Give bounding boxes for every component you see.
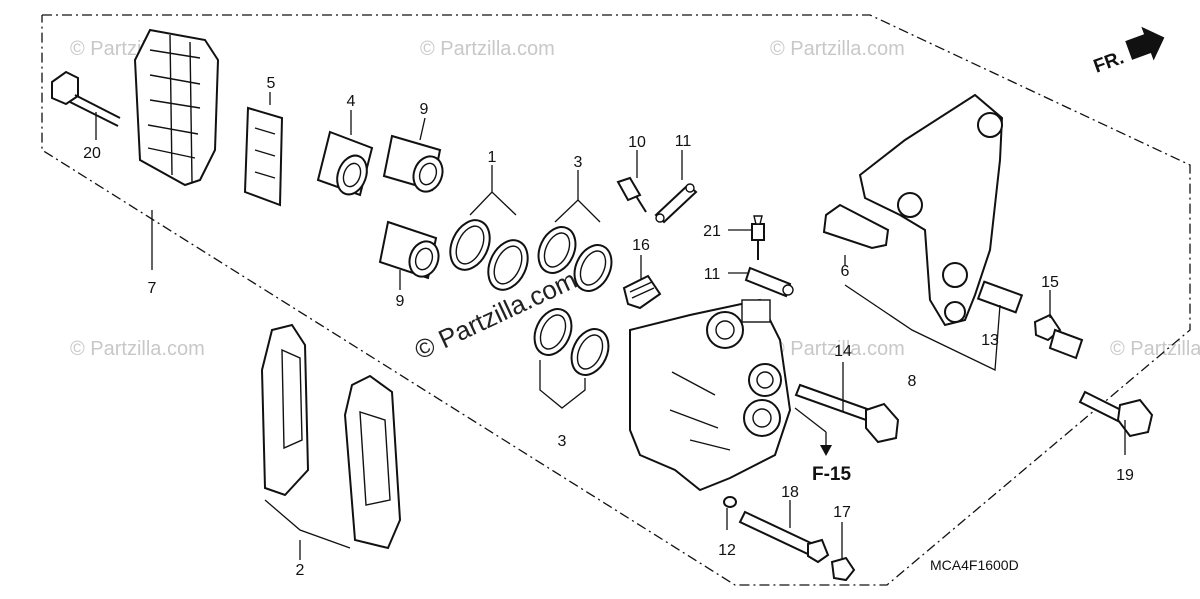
label-part-12: 12 — [718, 542, 736, 559]
part-9-piston-bottom — [378, 220, 440, 280]
part-9-piston-top — [382, 134, 444, 193]
watermark: © Partzilla.com — [1110, 338, 1200, 360]
part-15-caliper-pin — [1033, 313, 1084, 360]
label-part-21: 21 — [703, 223, 721, 240]
label-part-6: 6 — [841, 263, 850, 280]
label-part-15: 15 — [1041, 274, 1059, 291]
part-13-slide-pin — [976, 280, 1024, 314]
part-17-pin-plug — [830, 556, 856, 582]
label-part-2: 2 — [296, 562, 305, 579]
part-20-bolt — [51, 70, 121, 140]
drawing-code: MCA4F1600D — [930, 557, 1019, 573]
part-8-caliper-bracket — [858, 93, 1004, 327]
label-part-14: 14 — [834, 343, 852, 360]
part-11-cap-top — [654, 183, 698, 224]
f15-reference-arrow — [794, 407, 832, 456]
part-1-piston-seals — [449, 191, 529, 291]
front-direction-arrow: FR. — [1091, 26, 1165, 78]
leader-lines — [151, 92, 1126, 560]
watermark: © Partzilla.com — [70, 338, 205, 360]
part-19-mounting-bolt — [1078, 390, 1154, 438]
label-part-8: 8 — [908, 373, 917, 390]
label-part-18: 18 — [781, 484, 799, 501]
part-6-pad-retainer — [822, 203, 890, 250]
part-21-bleeder-valve — [751, 215, 765, 260]
part-3-piston-seals-lower — [533, 308, 610, 409]
part-labels: 1 2 3 3 4 5 6 7 8 9 9 10 11 11 12 13 14 … — [83, 75, 1134, 579]
watermark: © Partzilla.com — [420, 38, 555, 60]
label-part-17: 17 — [833, 504, 851, 521]
label-part-9-bottom: 9 — [396, 293, 405, 310]
label-part-1: 1 — [488, 149, 497, 166]
label-part-11-top: 11 — [675, 133, 692, 150]
part-7-caliper-body-outer — [133, 28, 220, 187]
part-5-pad-spring — [243, 106, 284, 207]
watermark: © Partzilla.com — [770, 38, 905, 60]
label-part-5: 5 — [267, 75, 276, 92]
part-10-bleeder-screw — [616, 176, 647, 213]
part-16-dust-cap — [622, 274, 662, 310]
watermarks: © Partzilla.com © Partzilla.com © Partzi… — [70, 38, 1200, 360]
part-3-piston-seals-upper — [537, 199, 613, 292]
label-part-11-bottom: 11 — [704, 266, 721, 283]
part-14-pin-bolt — [794, 383, 900, 444]
label-part-3-lower: 3 — [558, 433, 567, 450]
part-11-cap-bottom — [744, 266, 794, 298]
part-12-washer — [723, 496, 737, 508]
label-part-4: 4 — [347, 93, 356, 110]
part-18-hanger-pin — [738, 510, 830, 564]
label-part-16: 16 — [632, 237, 650, 254]
label-part-13: 13 — [981, 332, 999, 349]
label-part-20: 20 — [83, 145, 101, 162]
f15-reference-label: F-15 — [812, 464, 852, 485]
main-caliper-body — [629, 298, 792, 492]
direction-label: FR. — [1091, 47, 1127, 77]
label-part-7: 7 — [148, 280, 157, 297]
label-part-3-upper: 3 — [574, 154, 583, 171]
label-part-9-top: 9 — [420, 101, 429, 118]
label-part-19: 19 — [1116, 467, 1134, 484]
label-part-10: 10 — [628, 134, 646, 151]
part-4-piston — [316, 130, 374, 197]
watermark: © Partzilla.com — [770, 338, 905, 360]
assembly-boundary — [41, 14, 1191, 586]
part-2-brake-pads — [260, 323, 402, 550]
